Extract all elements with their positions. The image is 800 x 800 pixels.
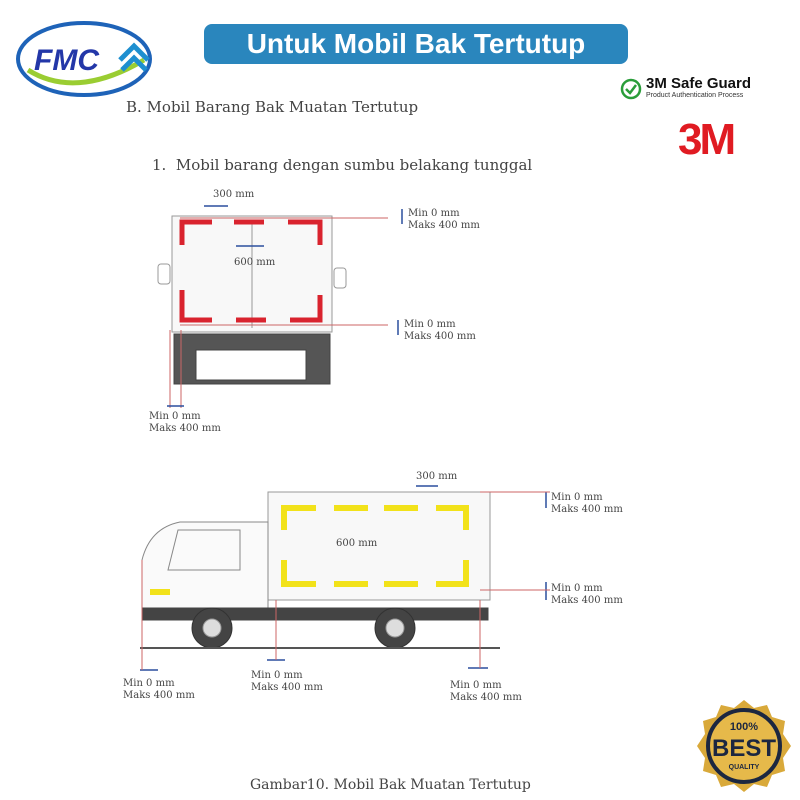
side-rear-label: Min 0 mm Maks 400 mm [450, 680, 522, 703]
svg-text:BEST: BEST [712, 735, 776, 762]
safeguard-subtitle: Product Authentication Process [646, 92, 744, 99]
safeguard-title: 3M Safe Guard [646, 75, 752, 92]
fmc-logo: FMC [16, 21, 152, 97]
side-bottom-right-label: Min 0 mm Maks 400 mm [551, 583, 623, 606]
rear-reflector-markers [179, 219, 323, 323]
side-top-right-label: Min 0 mm Maks 400 mm [551, 492, 623, 515]
svg-text:100%: 100% [730, 721, 758, 733]
title-banner: Untuk Mobil Bak Tertutup [204, 24, 628, 64]
best-quality-badge: 100% BEST QUALITY [697, 700, 791, 792]
check-circle-icon [620, 78, 642, 100]
side-gap-top-label: 300 mm [416, 471, 458, 482]
rear-bottom-left-label: Min 0 mm Maks 400 mm [149, 411, 221, 434]
rear-bottom-right-label: Min 0 mm Maks 400 mm [404, 319, 476, 342]
side-gap-mid-label: 600 mm [336, 538, 378, 549]
3m-logo: 3M [678, 115, 736, 164]
svg-text:QUALITY: QUALITY [729, 764, 760, 771]
item-heading: 1. Mobil barang dengan sumbu belakang tu… [152, 156, 533, 174]
rear-gap-mid-label: 600 mm [234, 257, 276, 268]
side-middle-label: Min 0 mm Maks 400 mm [251, 670, 323, 693]
rear-view-truck [157, 215, 388, 408]
side-front-label: Min 0 mm Maks 400 mm [123, 678, 195, 701]
section-heading: B. Mobil Barang Bak Muatan Tertutup [126, 98, 419, 116]
rear-gap-top-label: 300 mm [213, 189, 255, 200]
side-reflector-markers [150, 505, 469, 595]
safeguard-badge: 3M Safe Guard Product Authentication Pro… [620, 75, 752, 100]
svg-text:FMC: FMC [34, 44, 100, 77]
rear-top-right-label: Min 0 mm Maks 400 mm [408, 208, 480, 231]
figure-caption: Gambar10. Mobil Bak Muatan Tertutup [250, 777, 531, 793]
